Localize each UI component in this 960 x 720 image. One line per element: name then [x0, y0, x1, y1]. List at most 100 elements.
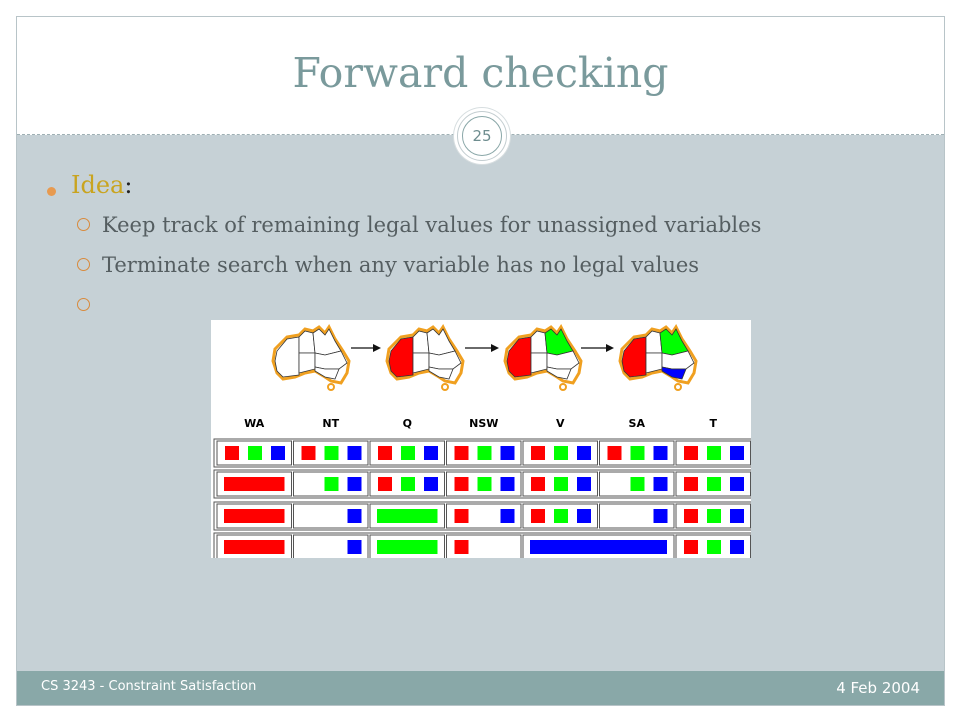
legal-value-square — [630, 446, 645, 460]
legal-value-square — [378, 477, 392, 491]
legal-value-square — [531, 509, 545, 523]
legal-value-square — [707, 509, 721, 523]
arrow-head-icon — [373, 344, 381, 352]
legal-value-square — [684, 509, 698, 523]
region-v — [428, 366, 454, 380]
region-sa — [298, 352, 316, 374]
ring-bullet-icon — [77, 258, 90, 271]
region-sa — [530, 352, 548, 374]
australia-map-2 — [385, 324, 465, 391]
legal-value-square — [684, 446, 698, 460]
legal-value-square — [477, 446, 492, 460]
column-label-sa: SA — [629, 417, 646, 430]
bullet-dot-icon — [47, 187, 56, 196]
legal-value-square — [424, 446, 438, 460]
region-t — [559, 383, 567, 391]
legal-value-square — [607, 446, 622, 460]
region-nsw — [661, 350, 695, 370]
legal-value-square — [454, 446, 469, 460]
legal-value-square — [730, 477, 744, 491]
region-v — [661, 366, 687, 380]
assigned-value-bar — [224, 540, 285, 554]
legal-value-square — [730, 540, 744, 554]
region-wa — [506, 336, 532, 378]
legal-value-square — [401, 477, 415, 491]
legal-value-square — [577, 446, 591, 460]
region-sa — [412, 352, 430, 374]
column-label-q: Q — [403, 417, 412, 430]
legal-value-square — [324, 477, 339, 491]
legal-value-square — [707, 477, 721, 491]
legal-value-square — [225, 446, 239, 460]
ring-bullet-icon — [77, 298, 90, 311]
arrow-head-icon — [606, 344, 614, 352]
region-nt — [530, 330, 548, 354]
legal-value-square — [454, 477, 469, 491]
assigned-value-bar — [224, 509, 285, 523]
region-t — [327, 383, 335, 391]
legal-value-square — [577, 509, 591, 523]
legal-value-square — [653, 509, 668, 523]
legal-value-square — [531, 477, 545, 491]
footer-date: 4 Feb 2004 — [836, 679, 920, 697]
idea-colon: : — [124, 171, 133, 199]
legal-value-square — [378, 446, 392, 460]
legal-value-square — [730, 446, 744, 460]
legal-value-square — [454, 509, 469, 523]
region-nsw — [314, 350, 348, 370]
footer-course: CS 3243 - Constraint Satisfaction — [41, 679, 257, 694]
page-number-badge: 25 — [457, 111, 507, 161]
legal-value-square — [347, 446, 362, 460]
assigned-value-bar — [224, 477, 285, 491]
legal-value-square — [707, 446, 721, 460]
legal-value-square — [531, 446, 545, 460]
legal-value-square — [500, 446, 515, 460]
sub-bullet-2: Terminate search when any variable has n… — [77, 253, 699, 277]
legal-value-square — [554, 509, 568, 523]
legal-value-square — [248, 446, 262, 460]
region-wa — [388, 336, 414, 378]
assigned-value-bar — [377, 509, 438, 523]
legal-value-square — [653, 477, 668, 491]
australia-map-4 — [618, 324, 698, 391]
legal-value-square — [707, 540, 721, 554]
region-v — [546, 366, 572, 380]
legal-value-square — [684, 540, 698, 554]
column-label-nsw: NSW — [469, 417, 498, 430]
sub-bullet-1-text: Keep track of remaining legal values for… — [102, 213, 762, 237]
sub-bullet-3 — [77, 293, 102, 317]
legal-value-square — [424, 477, 438, 491]
legal-value-square — [301, 446, 316, 460]
region-t — [674, 383, 682, 391]
idea-label: Idea — [71, 171, 125, 199]
region-wa — [621, 336, 647, 378]
region-t — [441, 383, 449, 391]
legal-value-square — [653, 446, 668, 460]
legal-value-square — [630, 477, 645, 491]
legal-value-square — [401, 446, 415, 460]
region-nt — [645, 330, 663, 354]
slide-title: Forward checking — [292, 49, 669, 97]
legal-value-square — [454, 540, 469, 554]
idea-heading: Idea: — [71, 171, 132, 199]
legal-value-square — [347, 477, 362, 491]
column-label-nt: NT — [322, 417, 339, 430]
australia-map-3 — [503, 324, 583, 391]
region-wa — [274, 336, 300, 378]
sub-bullet-2-text: Terminate search when any variable has n… — [102, 253, 700, 277]
legal-value-square — [730, 509, 744, 523]
region-v — [314, 366, 340, 380]
region-nsw — [428, 350, 462, 370]
column-label-wa: WA — [244, 417, 265, 430]
region-sa — [645, 352, 663, 374]
region-nt — [298, 330, 316, 354]
legal-value-square — [554, 446, 568, 460]
ring-bullet-icon — [77, 218, 90, 231]
legal-value-square — [271, 446, 285, 460]
assigned-value-bar — [377, 540, 438, 554]
legal-value-square — [577, 477, 591, 491]
legal-value-square — [347, 509, 362, 523]
legal-value-square — [477, 477, 492, 491]
